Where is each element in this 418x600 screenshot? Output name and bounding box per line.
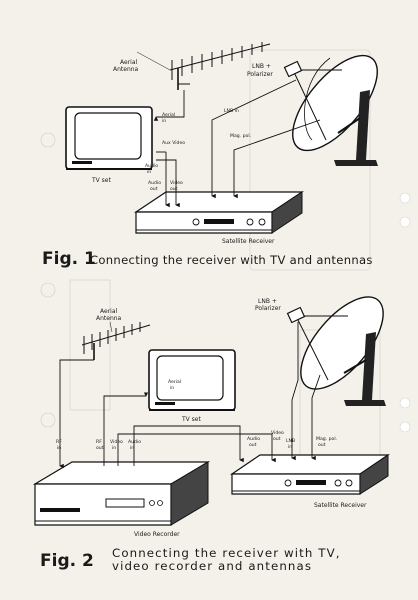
aerial-antenna-label-1: Aerial	[100, 308, 118, 315]
mag-pol-label: Mag. pol.	[230, 133, 251, 139]
aerial-antenna-label-1: Aerial	[120, 59, 138, 66]
satellite-receiver-label: Satellite Receiver	[314, 502, 367, 509]
video-out-label-1: Video	[170, 180, 183, 186]
tv-set-label: TV set	[91, 177, 111, 184]
figure-2: Aerial Antenna TV set VIKO LNB + Polariz…	[32, 296, 390, 573]
aux-video-label: Aux Video	[162, 140, 185, 146]
audio-out-label-1: Audio	[247, 436, 260, 442]
mag-pol-label-1: Mag. pol.	[316, 436, 337, 442]
aerial-in-label-1: Aerial	[168, 379, 181, 385]
satellite-dish	[286, 296, 386, 406]
aerial-in-label-1: Aerial	[162, 112, 175, 118]
binder-holes	[399, 192, 411, 433]
audio-in-label-1: Audio	[145, 163, 158, 169]
lnb-in-label-2: in	[288, 444, 292, 450]
fig2-caption-line-1: Connecting the receiver with TV,	[112, 546, 341, 560]
rf-out-label-2: out	[96, 445, 104, 451]
lnb-label-1: LNB +	[252, 63, 271, 70]
video-out-label-2: out	[273, 436, 281, 442]
fig1-cables	[153, 79, 321, 208]
audio-in-label-2: in	[130, 445, 134, 451]
aerial-label-leader	[109, 321, 113, 333]
video-out-label-2: out	[170, 186, 178, 192]
rf-in-label-2: in	[57, 445, 61, 451]
lnb-label-2: Polarizer	[255, 305, 281, 312]
lnb-label-1: LNB +	[258, 298, 277, 305]
fig2-cables	[59, 322, 321, 469]
video-in-label-2: in	[112, 445, 116, 451]
video-recorder	[32, 461, 211, 526]
satellite-receiver	[230, 454, 390, 495]
fig2-number: Fig. 2	[40, 551, 94, 571]
satellite-receiver-label: Satellite Receiver	[222, 238, 275, 245]
aerial-in-label-2: in	[170, 385, 174, 391]
aerial-antenna	[169, 42, 271, 90]
tv-set-label: TV set	[181, 416, 201, 423]
figure-1: Aerial Antenna TV set VIKO LNB + Polariz…	[42, 42, 378, 269]
lnb-in-label: LNB in	[224, 108, 239, 114]
aerial-antenna-label-2: Antenna	[113, 66, 139, 73]
fig1-number: Fig. 1	[42, 249, 96, 269]
video-in-label-1: Video	[110, 439, 123, 445]
aerial-label-leader	[136, 51, 171, 71]
satellite-dish	[283, 54, 378, 166]
fig1-caption: Connecting the receiver with TV and ante…	[90, 253, 373, 267]
tv-set	[65, 106, 153, 170]
audio-in-label-1: Audio	[128, 439, 141, 445]
fig2-caption-line-2: video recorder and antennas	[112, 559, 312, 573]
satellite-receiver	[134, 191, 304, 234]
aerial-antenna	[81, 322, 151, 360]
rf-out-label-1: RF	[96, 439, 102, 445]
video-out-label-1: Video	[271, 430, 284, 436]
lnb-in-label-1: LNB	[286, 438, 295, 444]
audio-out-label-1: Audio	[148, 180, 161, 186]
aerial-in-label-2: in	[162, 118, 166, 124]
tv-set	[148, 349, 236, 411]
aerial-antenna-label-2: Antenna	[96, 315, 122, 322]
lnb-label-2: Polarizer	[247, 71, 273, 78]
video-recorder-label: Video Recorder	[134, 531, 180, 538]
audio-in-label-2: in	[147, 169, 151, 175]
audio-out-label-2: out	[249, 442, 257, 448]
mag-pol-label-2: out	[318, 442, 326, 448]
audio-out-label-2: out	[150, 186, 158, 192]
rf-in-label-1: RF	[56, 439, 62, 445]
